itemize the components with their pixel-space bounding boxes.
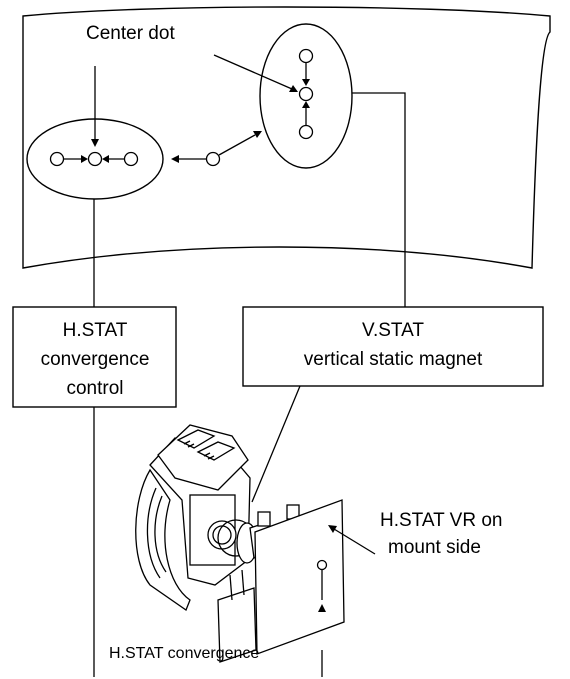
center-dot-left bbox=[87, 151, 103, 167]
hstat-vr-arrow-head bbox=[318, 604, 326, 612]
vstat-box-line-1: V.STAT bbox=[362, 320, 424, 341]
arrow-up-head bbox=[302, 101, 310, 108]
hstat-vr-label-line-2: mount side bbox=[388, 537, 481, 558]
arrow-down-head bbox=[302, 79, 310, 86]
hstat-control-box bbox=[12, 306, 177, 408]
center-dot-label: Center dot bbox=[86, 23, 175, 44]
hstat-box-line-1: H.STAT bbox=[63, 320, 128, 341]
arrow-to-left-ellipse-head bbox=[171, 155, 179, 163]
vstat-magnet-pointer bbox=[251, 385, 301, 503]
dot-left bbox=[49, 151, 65, 167]
convergence-assembly-illustration bbox=[135, 424, 345, 663]
dot-middle bbox=[205, 151, 221, 167]
hstat-vr-knob bbox=[316, 559, 328, 571]
center-dot-pointer-left-head bbox=[91, 139, 99, 147]
hstat-box-line-2: convergence bbox=[41, 349, 150, 370]
hstat-vr-pointer-head bbox=[328, 525, 337, 533]
crt-screen-outline bbox=[22, 6, 551, 269]
hstat-vr-pointer bbox=[333, 528, 376, 555]
vertical-ellipse bbox=[259, 23, 353, 169]
vstat-box bbox=[242, 306, 544, 387]
arrow-left-head bbox=[102, 155, 109, 163]
arrow-right-head bbox=[81, 155, 88, 163]
arrow-to-right-ellipse-line bbox=[218, 134, 256, 156]
dot-right bbox=[123, 151, 139, 167]
arrow-to-right-ellipse-head bbox=[253, 131, 262, 138]
dot-top bbox=[298, 48, 314, 64]
vstat-connector bbox=[352, 92, 406, 307]
center-dot-pointer-right-head bbox=[289, 85, 298, 92]
dot-bottom bbox=[298, 124, 314, 140]
center-dot-pointer-right bbox=[213, 54, 293, 90]
hstat-vr-label-line-1: H.STAT VR on bbox=[380, 510, 502, 531]
vstat-box-line-2: vertical static magnet bbox=[304, 349, 483, 370]
hstat-convergence-label: H.STAT convergence bbox=[109, 645, 259, 662]
center-dot-right bbox=[298, 86, 314, 102]
hstat-box-line-3: control bbox=[66, 378, 123, 399]
